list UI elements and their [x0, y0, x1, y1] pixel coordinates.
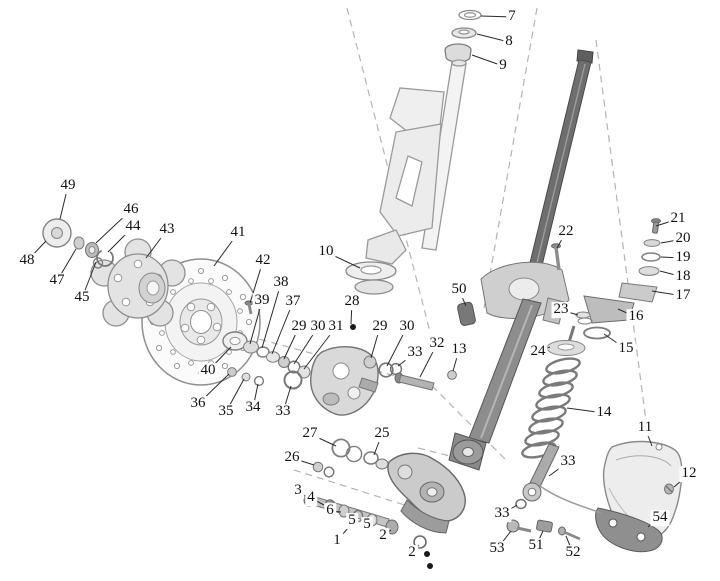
- leader-line-17: [651, 290, 684, 297]
- leader-line-54: [647, 517, 661, 528]
- leader-line-33: [501, 504, 518, 515]
- leader-line-52: [565, 535, 574, 554]
- shock-top-mount-parts: [551, 218, 661, 340]
- side-cover: [506, 440, 683, 553]
- leader-line-37: [271, 301, 294, 355]
- leader-line-26: [291, 457, 315, 466]
- leader-line-23: [560, 309, 579, 316]
- leader-line-21: [655, 218, 679, 227]
- leader-line-2: [411, 544, 420, 554]
- leader-line-34: [252, 383, 259, 409]
- leader-line-6: [329, 510, 342, 513]
- leader-line-16: [617, 308, 637, 318]
- leader-line-36: [197, 373, 230, 405]
- leader-line-15: [603, 333, 627, 350]
- leader-line-4: [310, 497, 325, 506]
- leader-line-48: [26, 240, 47, 262]
- leader-line-35: [225, 378, 245, 413]
- leader-line-20: [660, 238, 684, 244]
- leader-line-12: [673, 473, 690, 488]
- fork-leg: [448, 49, 594, 471]
- leader-line-43: [145, 229, 168, 259]
- shock-absorber: [521, 218, 661, 502]
- leader-line-49: [59, 185, 69, 220]
- leader-line-31: [303, 326, 337, 370]
- leader-line-24: [537, 346, 551, 353]
- leader-line-51: [535, 530, 544, 547]
- leader-line-13: [452, 349, 460, 372]
- leader-line-46: [95, 209, 132, 244]
- leader-line-32: [419, 343, 438, 378]
- cable: [539, 485, 602, 514]
- leader-line-39: [249, 300, 263, 345]
- leader-line-18: [659, 270, 684, 278]
- leader-line-19: [660, 256, 684, 259]
- leader-line-10: [325, 251, 361, 269]
- leader-line-29: [370, 326, 381, 359]
- leader-line-50: [458, 289, 467, 307]
- leader-line-29: [283, 326, 300, 360]
- steering-column: [345, 9, 482, 295]
- leader-line-45: [81, 261, 97, 299]
- leader-line-44: [107, 226, 134, 253]
- leader-line-47: [56, 248, 77, 282]
- leader-line-41: [213, 232, 239, 267]
- brake-disc: [141, 258, 261, 386]
- leader-line-22: [556, 231, 567, 249]
- leader-line-33: [548, 461, 569, 477]
- middle-hardware: [222, 300, 457, 478]
- leader-line-40: [207, 346, 232, 372]
- leader-line-42: [249, 260, 264, 304]
- leader-line-2: [382, 529, 392, 537]
- leader-line-3: [297, 490, 311, 500]
- leader-line-28: [350, 301, 353, 325]
- leader-line-30: [293, 326, 319, 365]
- leader-line-7: [480, 15, 513, 18]
- leader-line-9: [471, 54, 504, 67]
- leader-line-8: [476, 33, 510, 43]
- wheel-hub: [90, 238, 186, 327]
- leader-line-53: [496, 530, 512, 550]
- leader-line-5: [366, 522, 371, 526]
- leader-line-11: [644, 427, 653, 447]
- bullet-markers: [350, 324, 433, 569]
- leader-line-5: [351, 518, 357, 522]
- leader-line-27: [309, 433, 337, 447]
- leader-line-33: [397, 352, 416, 367]
- leader-line-30: [386, 326, 408, 367]
- axle-hardware: [42, 218, 114, 269]
- leader-line-25: [373, 433, 383, 456]
- leader-line-38: [261, 282, 282, 349]
- leader-line-14: [566, 407, 605, 414]
- leader-line-1: [336, 527, 349, 542]
- leader-line-33: [282, 385, 292, 413]
